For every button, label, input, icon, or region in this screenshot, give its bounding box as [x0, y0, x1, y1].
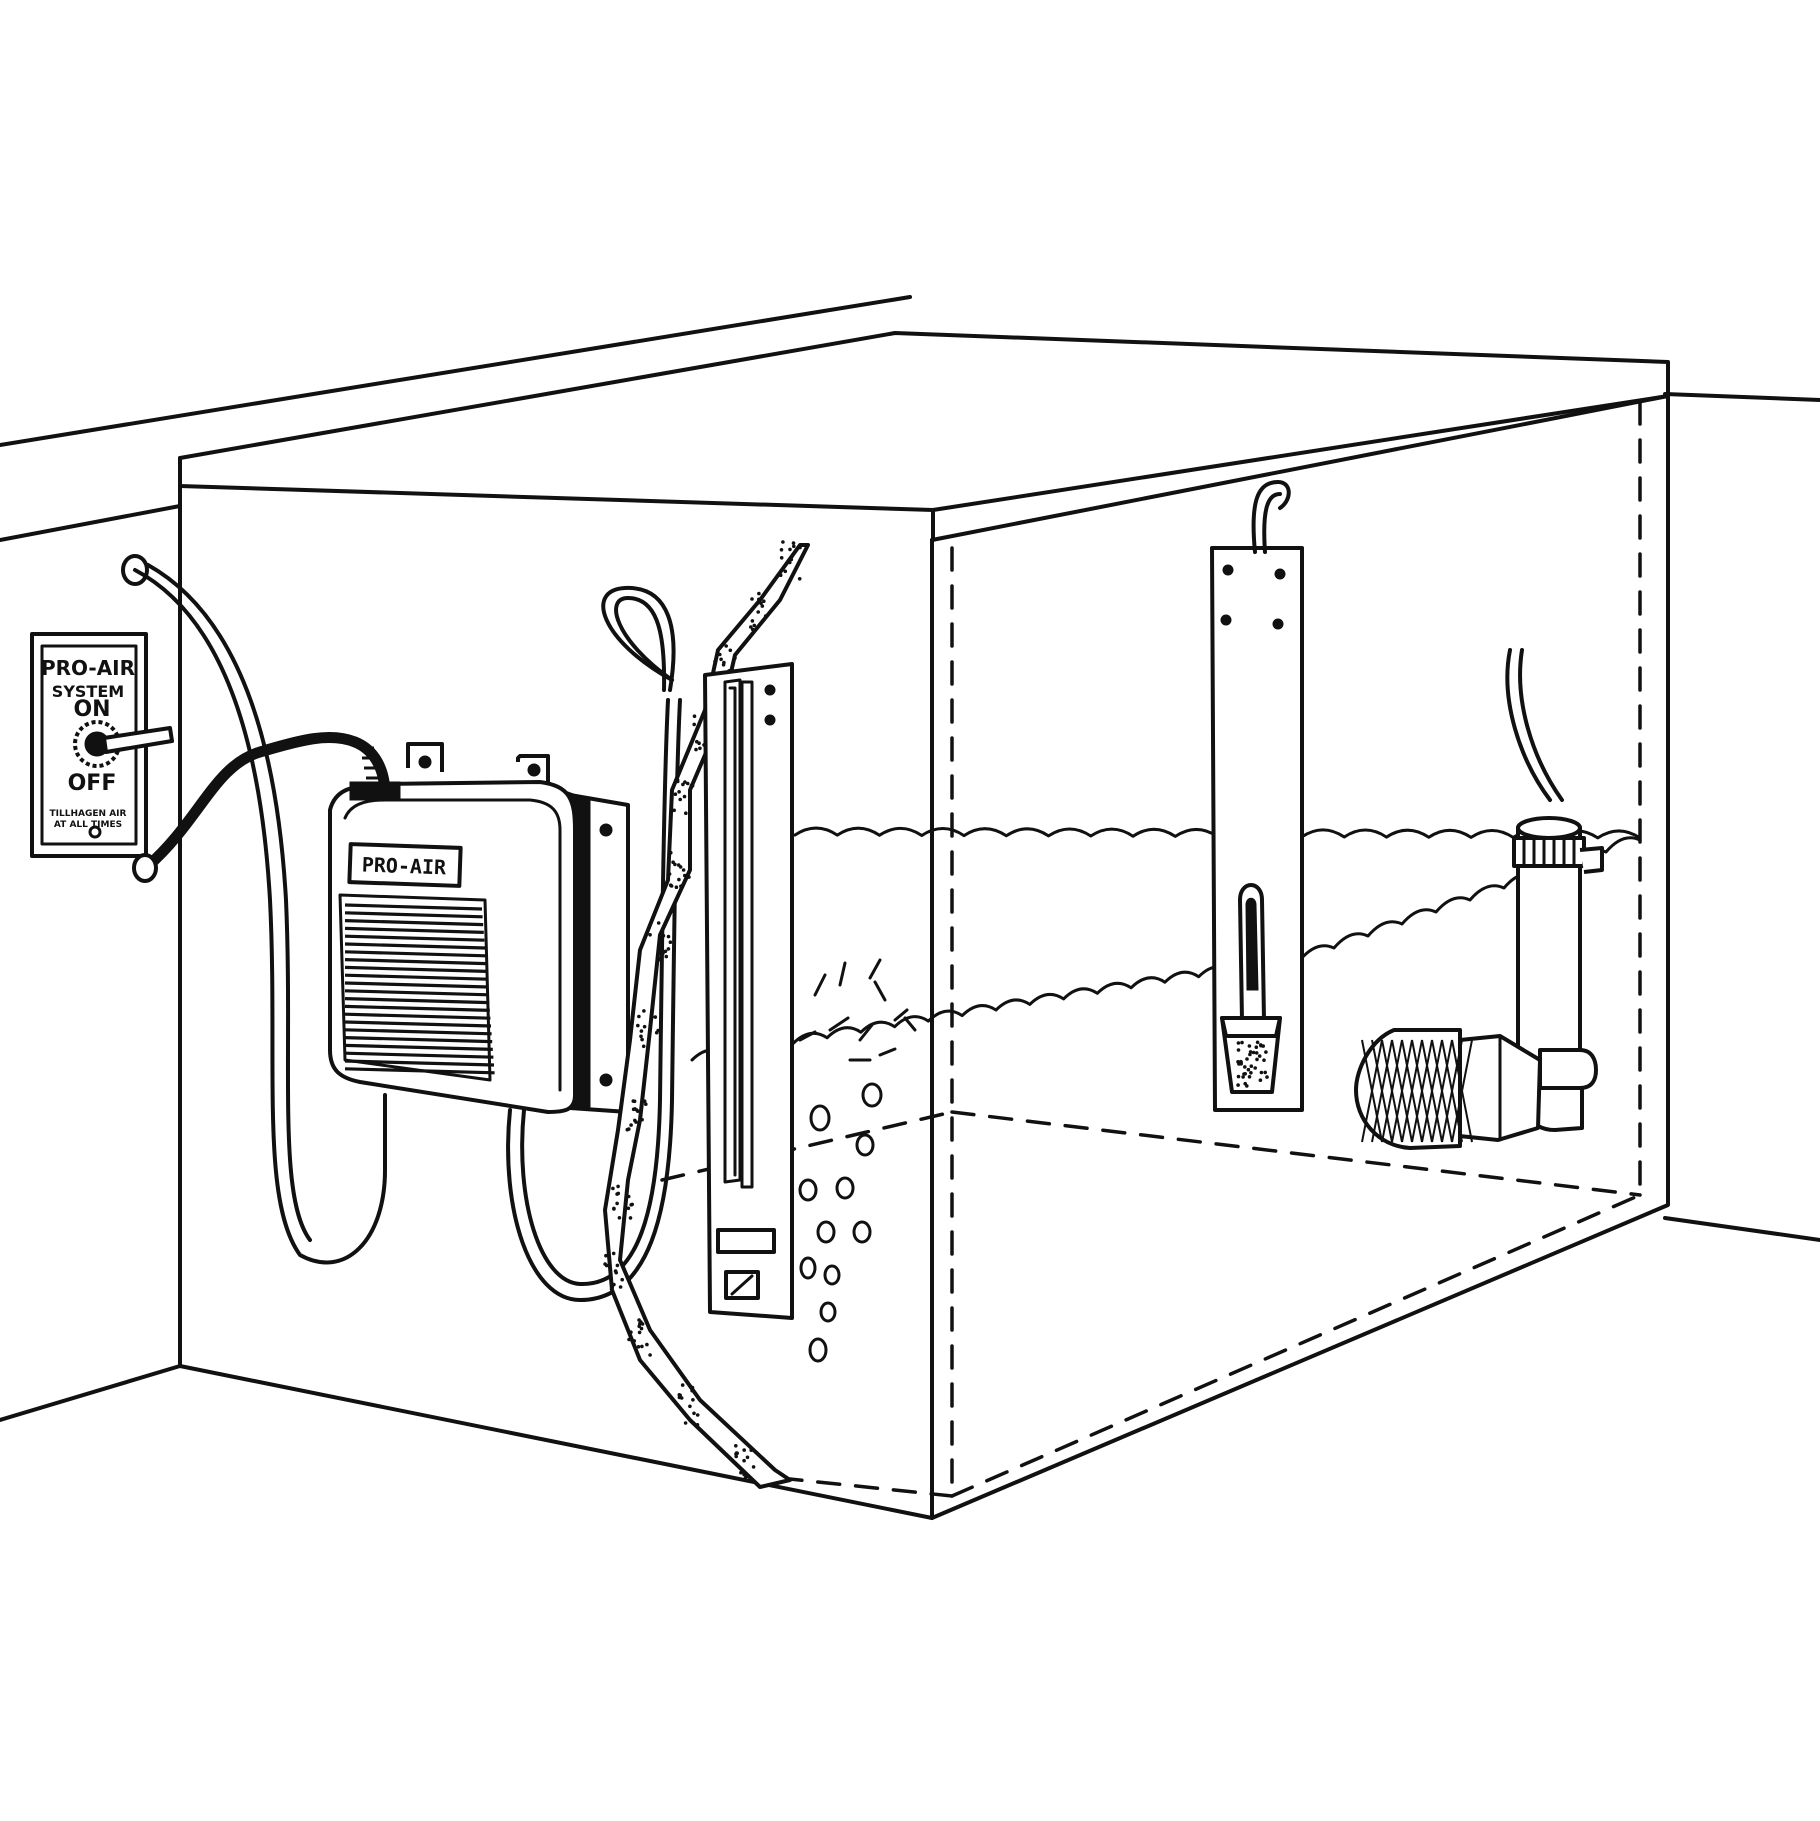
pump-grille — [338, 893, 495, 1082]
water-surface-wave-icon — [690, 826, 1642, 1062]
toggle-switch-icon[interactable] — [73, 720, 174, 768]
switch-system-label: SYSTEM — [52, 682, 124, 701]
switch-off-label: OFF — [68, 771, 117, 796]
immersion-heater-icon[interactable] — [1210, 480, 1304, 1112]
air-stone-tube-icon[interactable] — [703, 662, 794, 1320]
wall-port-bottom — [132, 853, 158, 883]
pump-brand-label: PRO-AIR — [361, 853, 447, 880]
filter-strainer-icon[interactable] — [1354, 648, 1604, 1150]
switch-brand-label: PRO-AIR — [41, 656, 135, 680]
air-bubbles-icon — [798, 1082, 883, 1363]
air-pump-icon[interactable]: PRO-AIR — [328, 742, 630, 1114]
tank-cabinet — [178, 331, 1670, 1520]
splash-marks — [798, 958, 917, 1062]
switch-on-label: ON — [73, 697, 110, 722]
room-walls — [0, 295, 1820, 1422]
